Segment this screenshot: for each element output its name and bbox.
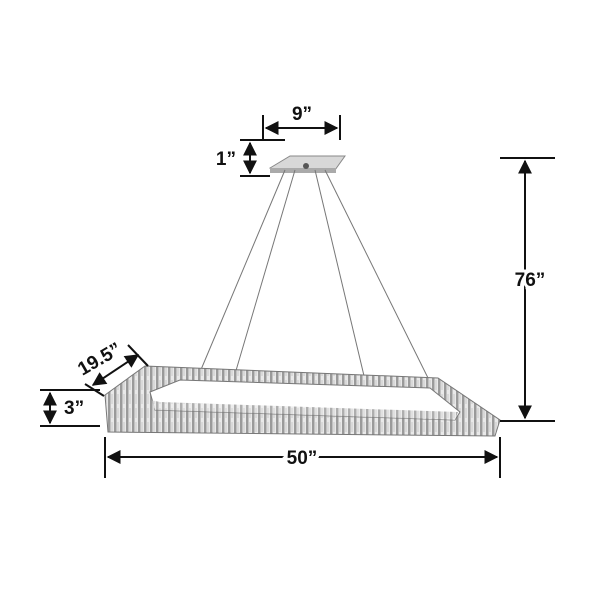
suspension-wires bbox=[199, 169, 431, 383]
overall-height-label: 76” bbox=[515, 270, 546, 291]
overall-height-dimension: 76” bbox=[500, 157, 555, 422]
canopy-height-label: 1” bbox=[216, 149, 236, 170]
canopy-width-label: 9” bbox=[292, 104, 312, 125]
length-label: 50” bbox=[287, 448, 318, 469]
canopy bbox=[268, 155, 346, 173]
canopy-height-dimension: 1” bbox=[216, 139, 285, 177]
depth-label: 19.5” bbox=[74, 339, 125, 380]
frame-height-label: 3” bbox=[64, 398, 84, 419]
length-dimension: 50” bbox=[104, 437, 501, 478]
frame-height-dimension: 3” bbox=[40, 389, 100, 427]
crystal-frame bbox=[104, 365, 501, 437]
canopy-width-dimension: 9” bbox=[262, 104, 341, 140]
